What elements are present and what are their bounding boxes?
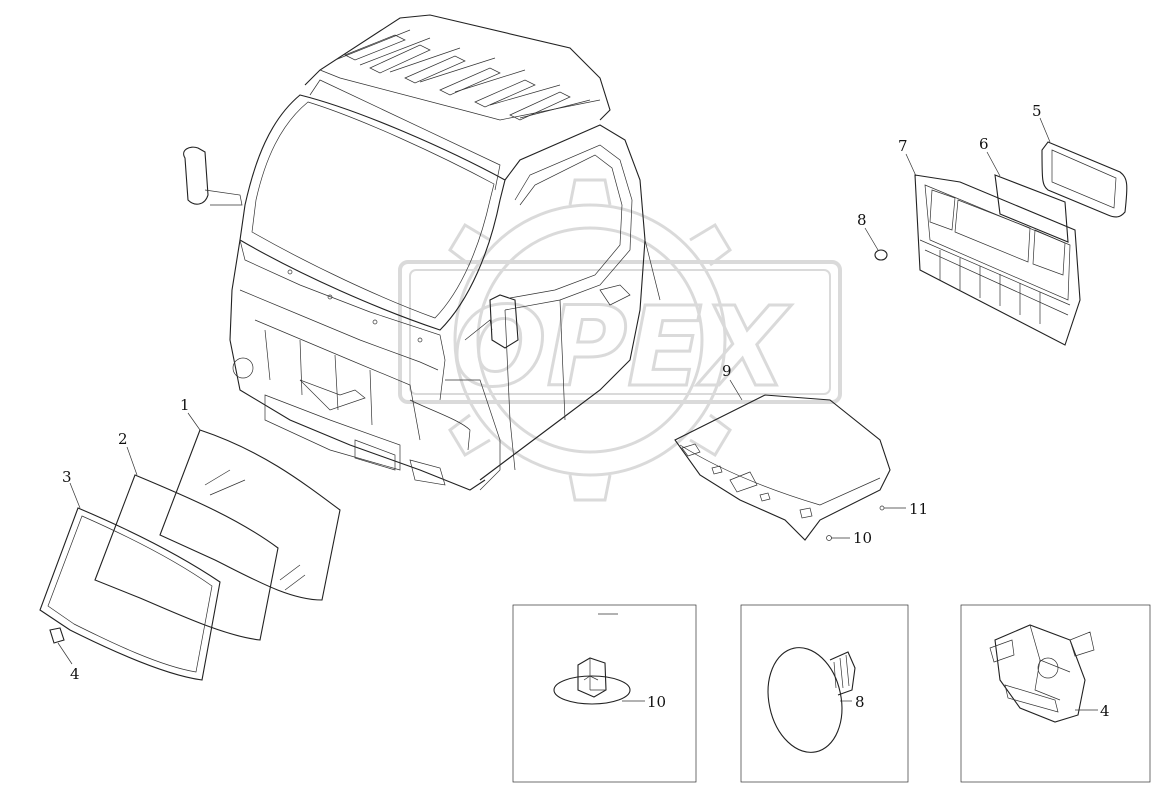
rear-glass-6 [994,174,1069,243]
callout-3: 3 [62,468,72,486]
watermark-frame-inner [409,269,831,395]
rear-glass-seal-5 [1041,141,1128,218]
detail-box-bracket [960,604,1151,783]
rear-panel-7 [914,174,1081,346]
callout-5: 5 [1032,102,1042,120]
callout-9: 9 [722,362,732,380]
detail-box-clip [512,604,697,783]
callout-8: 8 [857,211,867,229]
roof-liner-9 [674,394,891,541]
detail-box-plug [740,604,909,783]
plug-8-small [874,249,888,261]
callout-2: 2 [118,430,128,448]
callout-10: 10 [853,529,872,547]
windshield-glass-2 [94,474,279,641]
detail-label-clip: 10 [647,693,666,711]
callout-1: 1 [180,396,190,414]
callout-4: 4 [70,665,80,683]
fastener-10-marker [826,535,832,541]
windshield-glass-3 [39,507,221,681]
gear-icon [448,178,732,502]
callout-6: 6 [979,135,989,153]
glass-bracket-4-small [49,627,65,644]
leader-lines [57,117,1098,711]
side-mirror-left [183,146,243,206]
windshield-glass-1 [159,429,341,601]
truck-cab [183,14,661,491]
detail-label-plug: 8 [855,693,865,711]
opex-watermark: OPEX [398,178,842,502]
detail-label-bracket: 4 [1100,702,1110,720]
fastener-11-marker [879,505,885,511]
callout-11: 11 [909,500,928,518]
callout-7: 7 [898,137,908,155]
